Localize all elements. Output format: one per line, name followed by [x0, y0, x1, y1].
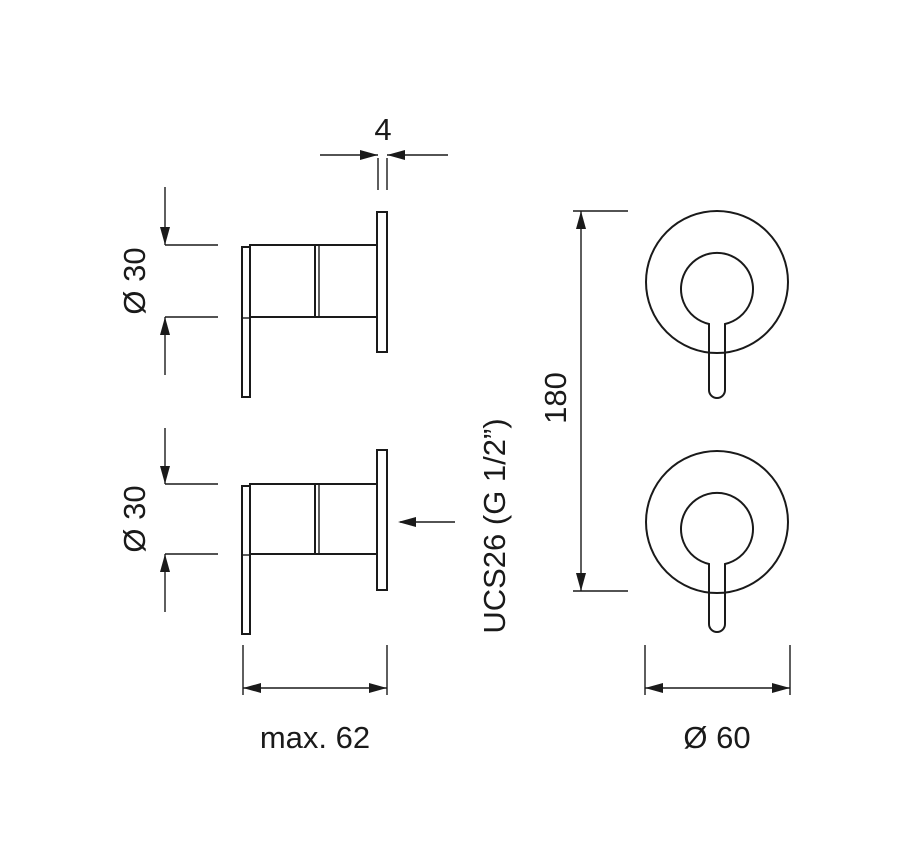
connection-callout: UCS26 (G 1/2”)	[398, 418, 512, 634]
dim-plate-diameter: Ø 60	[644, 645, 791, 755]
arrowhead	[398, 517, 416, 527]
plate-diameter-label: Ø 60	[683, 720, 750, 755]
connection-label: UCS26 (G 1/2”)	[477, 418, 512, 633]
upper-flange	[376, 211, 388, 353]
side-view-lower	[241, 449, 388, 635]
arrowhead	[243, 683, 261, 693]
arrowhead	[160, 227, 170, 245]
lower-lever	[241, 485, 251, 635]
arrowhead	[369, 683, 387, 693]
arrowhead	[160, 317, 170, 335]
upper-handle	[680, 251, 754, 399]
arrowhead	[645, 683, 663, 693]
dim-center-distance: 180	[538, 210, 628, 592]
lower-flange	[376, 449, 388, 591]
arrowhead	[576, 211, 586, 229]
arrowhead	[160, 554, 170, 572]
max-depth-label: max. 62	[260, 720, 370, 755]
upper-lever	[241, 246, 251, 398]
dim-lower-diameter: Ø 30	[117, 428, 218, 612]
arrowhead	[576, 573, 586, 591]
arrowhead	[360, 150, 378, 160]
arrowhead	[387, 150, 405, 160]
upper-body	[249, 244, 378, 318]
upper-diameter-label: Ø 30	[117, 247, 152, 314]
upper-cover-plate	[645, 210, 789, 354]
lower-handle	[680, 491, 754, 633]
arrowhead	[772, 683, 790, 693]
center-distance-label: 180	[538, 372, 573, 424]
arrowhead	[160, 466, 170, 484]
side-view-upper	[241, 211, 388, 398]
flange-thickness-label: 4	[374, 112, 391, 147]
dim-max-depth: max. 62	[242, 645, 388, 755]
lower-body	[249, 483, 378, 555]
front-view-lower	[645, 450, 789, 633]
front-view-upper	[645, 210, 789, 399]
dim-upper-diameter: Ø 30	[117, 187, 218, 375]
dim-flange-thickness: 4	[320, 112, 448, 190]
lower-diameter-label: Ø 30	[117, 485, 152, 552]
lower-cover-plate	[645, 450, 789, 594]
